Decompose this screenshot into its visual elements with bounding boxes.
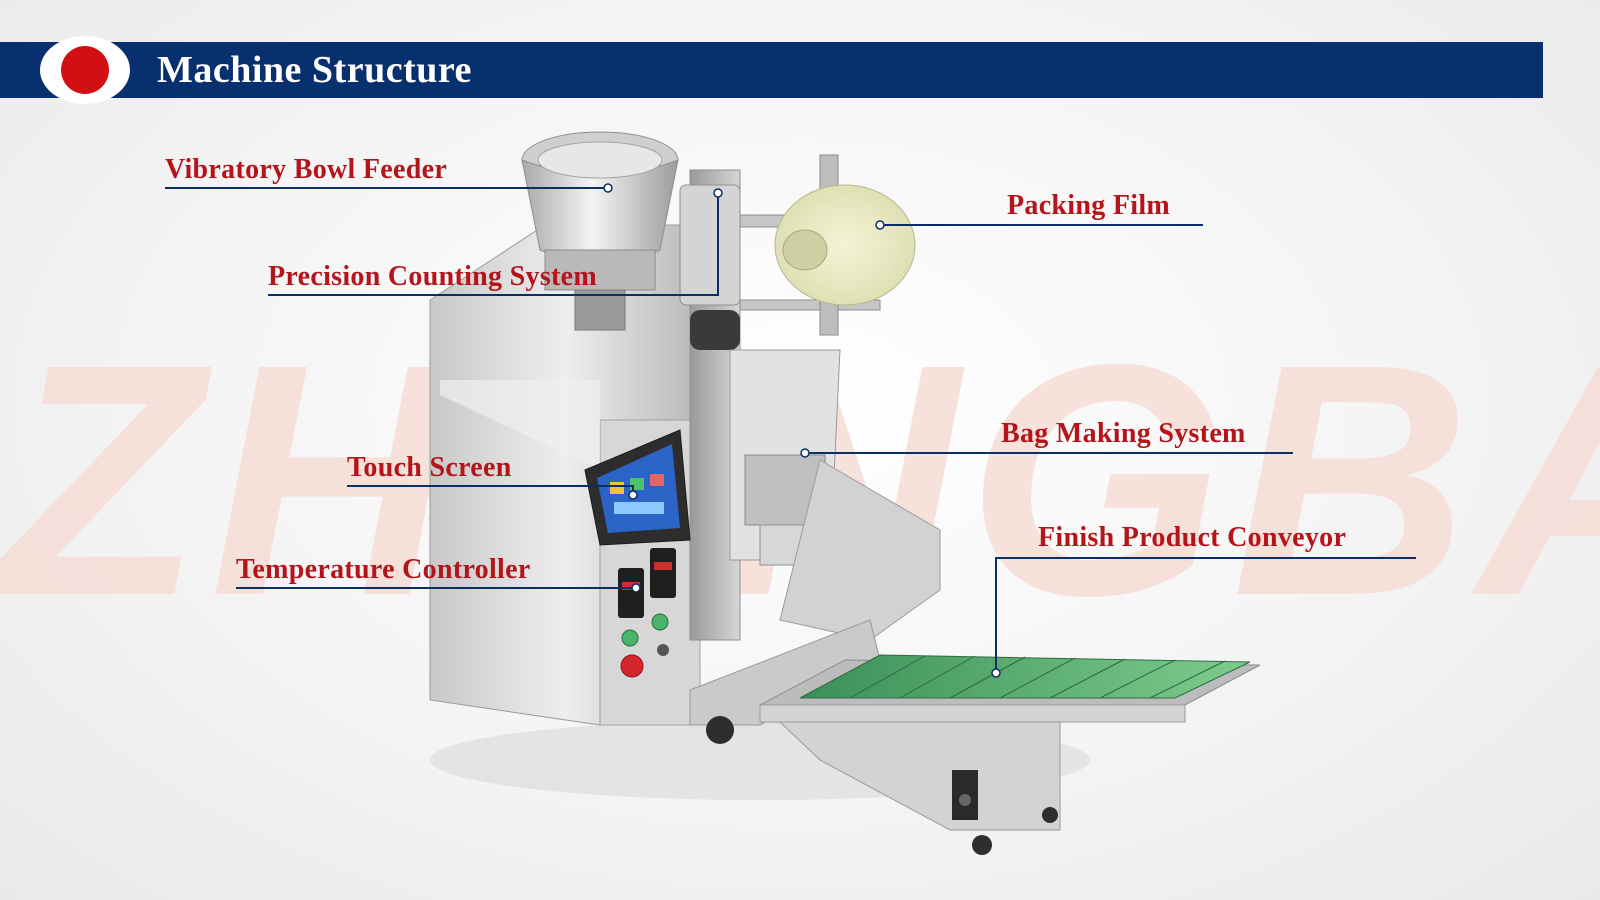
film-core xyxy=(782,229,828,271)
screen-button-c xyxy=(650,474,664,486)
emergency-stop-icon xyxy=(620,654,644,678)
selector-switch-icon xyxy=(657,644,669,656)
film-arm-bottom xyxy=(739,299,881,311)
conveyor-stand xyxy=(778,721,1061,831)
side-panel xyxy=(779,459,941,641)
conveyor-side-rail xyxy=(759,704,1186,723)
temp-readout-right xyxy=(654,562,672,570)
temperature-controller-right xyxy=(650,548,676,598)
screen-button-a xyxy=(610,482,624,494)
label-precision-counting-system: Precision Counting System xyxy=(268,261,597,292)
caster-wheel-front xyxy=(706,716,734,744)
packing-film-roll xyxy=(774,184,916,306)
bowl-inner xyxy=(537,141,663,179)
label-packing-film: Packing Film xyxy=(1007,190,1171,221)
cabinet-reflection xyxy=(440,380,600,470)
screen-readout xyxy=(614,502,664,514)
conveyor-speed-knob-icon xyxy=(959,794,971,806)
bowl-stem xyxy=(574,289,626,331)
label-finish-product-conveyor: Finish Product Conveyor xyxy=(1038,522,1347,553)
conveyor-wheel-left xyxy=(972,835,992,855)
header-bar xyxy=(0,42,1543,98)
page-title: Machine Structure xyxy=(157,49,472,91)
screen-button-b xyxy=(630,478,644,490)
temperature-controller-left xyxy=(618,568,644,618)
counting-unit xyxy=(679,184,741,306)
label-bag-making-system: Bag Making System xyxy=(1001,418,1246,449)
counting-motor xyxy=(690,310,740,350)
conveyor-belt xyxy=(799,654,1251,699)
conveyor-wheel-right xyxy=(1042,807,1058,823)
logo-badge xyxy=(40,36,130,104)
label-vibratory-bowl-feeder: Vibratory Bowl Feeder xyxy=(165,154,448,185)
start-button-icon xyxy=(621,629,639,647)
label-temperature-controller: Temperature Controller xyxy=(236,554,531,585)
label-touch-screen: Touch Screen xyxy=(347,452,512,483)
run-button-icon xyxy=(651,613,669,631)
temp-readout-left xyxy=(622,582,640,590)
red-dot-icon xyxy=(61,46,109,94)
